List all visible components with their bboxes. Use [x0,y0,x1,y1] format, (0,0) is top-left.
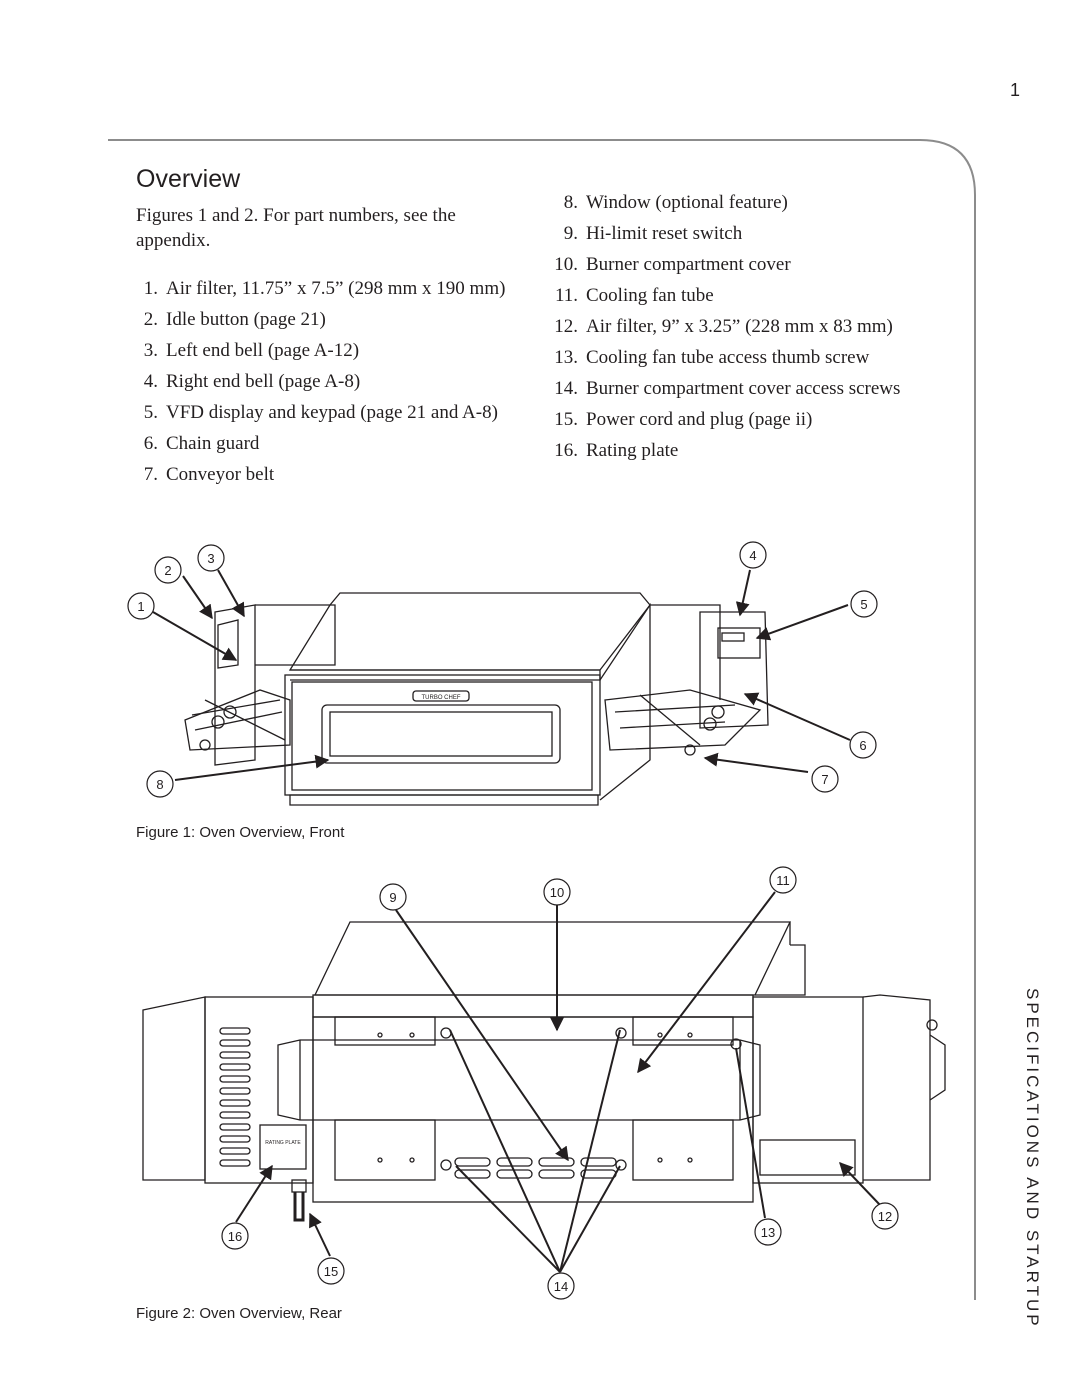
rating-plate-text: RATING PLATE [265,1140,301,1146]
callout-8: 8 [156,777,163,792]
oven-front-figure: TURBO CHEF 1 2 3 4 5 6 7 [127,541,878,806]
callout-5: 5 [860,597,867,612]
callout-10: 10 [550,885,564,900]
figure-2-caption: Figure 2: Oven Overview, Rear [136,1305,342,1322]
list-item: 9.Hi-limit reset switch [563,223,743,244]
callout-arrows [152,569,851,781]
list-item: 6.Chain guard [143,433,260,454]
callout-6: 6 [859,738,866,753]
callout-14: 14 [554,1279,568,1294]
logo-text: TURBO CHEF [422,695,461,701]
callout-arrows [235,891,881,1273]
callout-11: 11 [776,873,790,888]
callout-2: 2 [164,563,171,578]
list-item: 2.Idle button (page 21) [143,309,326,330]
figure-1-caption: Figure 1: Oven Overview, Front [136,824,345,841]
callout-15: 15 [324,1264,338,1279]
page-title: Overview [136,165,241,193]
list-item: 8.Window (optional feature) [563,192,788,213]
list-item: 4.Right end bell (page A-8) [143,371,361,392]
list-item: 12.Air filter, 9” x 3.25” (228 mm x 83 m… [554,316,893,337]
oven-rear-drawing: RATING PLATE [142,921,946,1222]
vent-slots [219,1027,251,1167]
callout-3: 3 [207,551,214,566]
list-item: 13.Cooling fan tube access thumb screw [554,347,870,368]
callout-labels: 9 10 11 12 13 14 15 16 [221,866,899,1300]
intro-paragraph: Figures 1 and 2. For part numbers, see t… [136,205,456,251]
list-item: 3.Left end bell (page A-12) [143,340,360,361]
list-item: 5.VFD display and keypad (page 21 and A-… [143,402,498,423]
list-item: 10.Burner compartment cover [554,254,791,275]
list-item: 16.Rating plate [554,440,679,461]
section-side-tab: SPECIFICATIONS AND STARTUP [1023,988,1042,1329]
oven-rear-figure: RATING PLATE [142,866,946,1300]
list-item: 15.Power cord and plug (page ii) [554,409,813,430]
callout-16: 16 [228,1229,242,1244]
callout-1: 1 [137,599,144,614]
callout-9: 9 [389,890,396,905]
callout-13: 13 [761,1225,775,1240]
list-item: 1.Air filter, 11.75” x 7.5” (298 mm x 19… [143,278,506,299]
callout-4: 4 [749,548,756,563]
oven-front-drawing: TURBO CHEF [184,592,769,806]
parts-list-right: 8.Window (optional feature) 9.Hi-limit r… [548,190,928,469]
callout-7: 7 [821,772,828,787]
parts-list-left: 1.Air filter, 11.75” x 7.5” (298 mm x 19… [136,276,536,493]
list-item: 7.Conveyor belt [143,464,275,485]
callout-12: 12 [878,1209,892,1224]
page-number: 1 [1010,80,1021,100]
list-item: 14.Burner compartment cover access screw… [554,378,901,399]
callout-labels: 1 2 3 4 5 6 7 8 [127,541,878,798]
list-item: 11.Cooling fan tube [554,285,714,306]
